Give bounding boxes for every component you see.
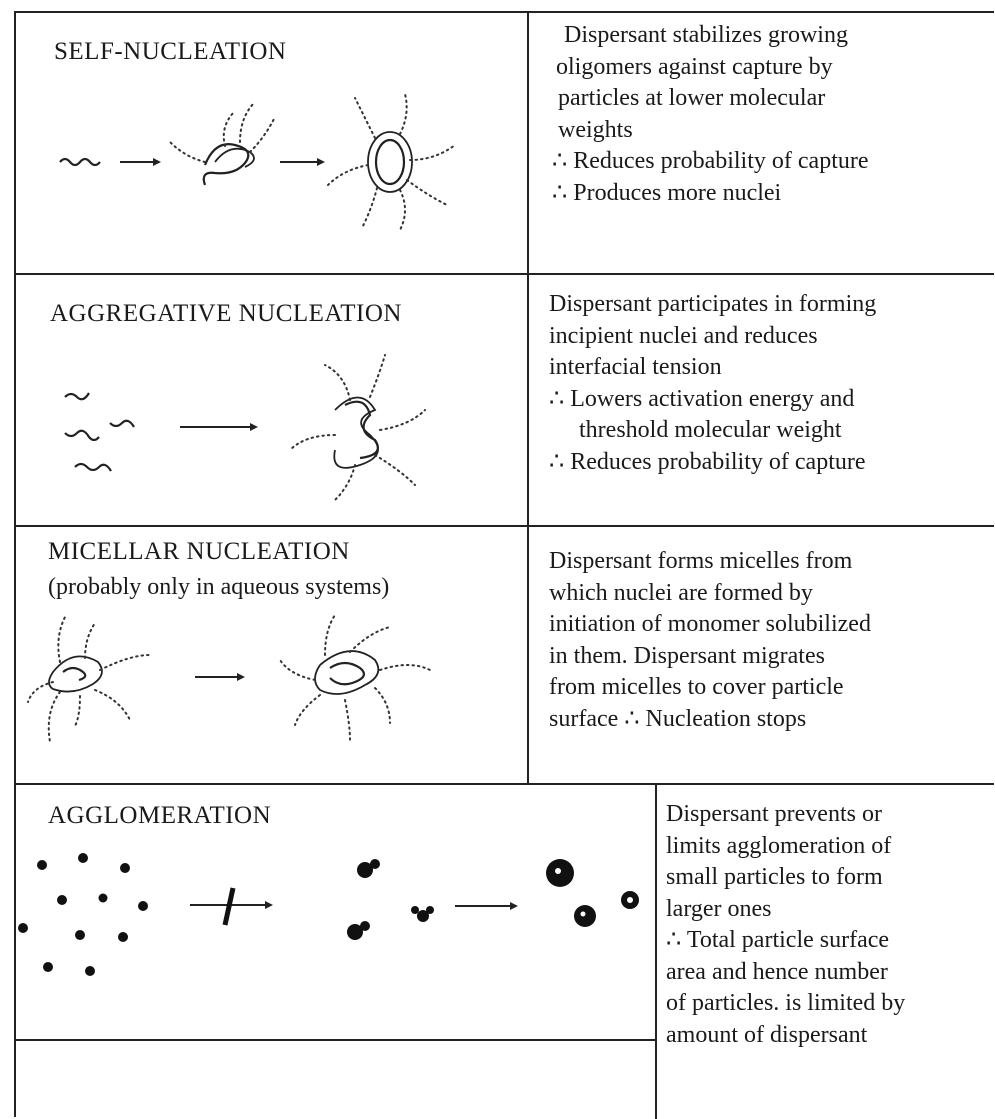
description-line: oligomers against capture by: [552, 52, 869, 84]
self-nucleation-figure: [55, 90, 495, 240]
description-line: amount of dispersant: [666, 1020, 905, 1052]
description-line: larger ones: [666, 894, 905, 926]
description-line: from micelles to cover particle: [549, 672, 871, 704]
description-line: of particles. is limited by: [666, 988, 905, 1020]
description-line: limits agglomeration of: [666, 831, 905, 863]
description-line: interfacial tension: [549, 352, 876, 384]
micellar-nucleation-title: MICELLAR NUCLEATION: [48, 538, 350, 566]
self-nucleation-title: SELF-NUCLEATION: [54, 38, 287, 66]
description-line: area and hence number: [666, 957, 905, 989]
self-nucleation-description: Dispersant stabilizes growing oligomers …: [552, 20, 869, 209]
agglomeration-figure: [15, 840, 645, 990]
agglomeration-title: AGGLOMERATION: [48, 802, 271, 830]
divider-3: [14, 783, 994, 785]
description-line: weights: [552, 115, 869, 147]
description-line: which nuclei are formed by: [549, 578, 871, 610]
agglomeration-description: Dispersant prevents or limits agglomerat…: [666, 799, 905, 1051]
description-line: ∴ Reduces probability of capture: [552, 146, 869, 178]
column-divider-lower: [655, 783, 657, 1119]
aggregative-nucleation-figure: [55, 355, 495, 505]
aggregative-nucleation-title: AGGREGATIVE NUCLEATION: [50, 300, 402, 328]
aggregative-nucleation-description: Dispersant participates in forming incip…: [549, 289, 876, 478]
description-line: particles at lower molecular: [552, 83, 869, 115]
description-line: incipient nuclei and reduces: [549, 321, 876, 353]
description-line: initiation of monomer solubilized: [549, 609, 871, 641]
description-line: small particles to form: [666, 862, 905, 894]
column-divider-upper: [527, 11, 529, 785]
description-line: ∴ Reduces probability of capture: [549, 447, 876, 479]
divider-4: [14, 1039, 657, 1041]
description-line: Dispersant forms micelles from: [549, 546, 871, 578]
description-line: in them. Dispersant migrates: [549, 641, 871, 673]
divider-1: [14, 273, 994, 275]
micellar-nucleation-subtitle: (probably only in aqueous systems): [48, 574, 389, 601]
description-line: threshold molecular weight: [549, 415, 876, 447]
micellar-nucleation-figure: [25, 610, 465, 760]
description-line: ∴ Total particle surface: [666, 925, 905, 957]
description-line: ∴ Produces more nuclei: [552, 178, 869, 210]
description-line: Dispersant participates in forming: [549, 289, 876, 321]
description-line: Dispersant prevents or: [666, 799, 905, 831]
divider-2: [14, 525, 994, 527]
description-line: surface ∴ Nucleation stops: [549, 704, 871, 736]
description-line: Dispersant stabilizes growing: [552, 20, 869, 52]
description-line: ∴ Lowers activation energy and: [549, 384, 876, 416]
border-top: [14, 11, 994, 13]
micellar-nucleation-description: Dispersant forms micelles from which nuc…: [549, 546, 871, 735]
